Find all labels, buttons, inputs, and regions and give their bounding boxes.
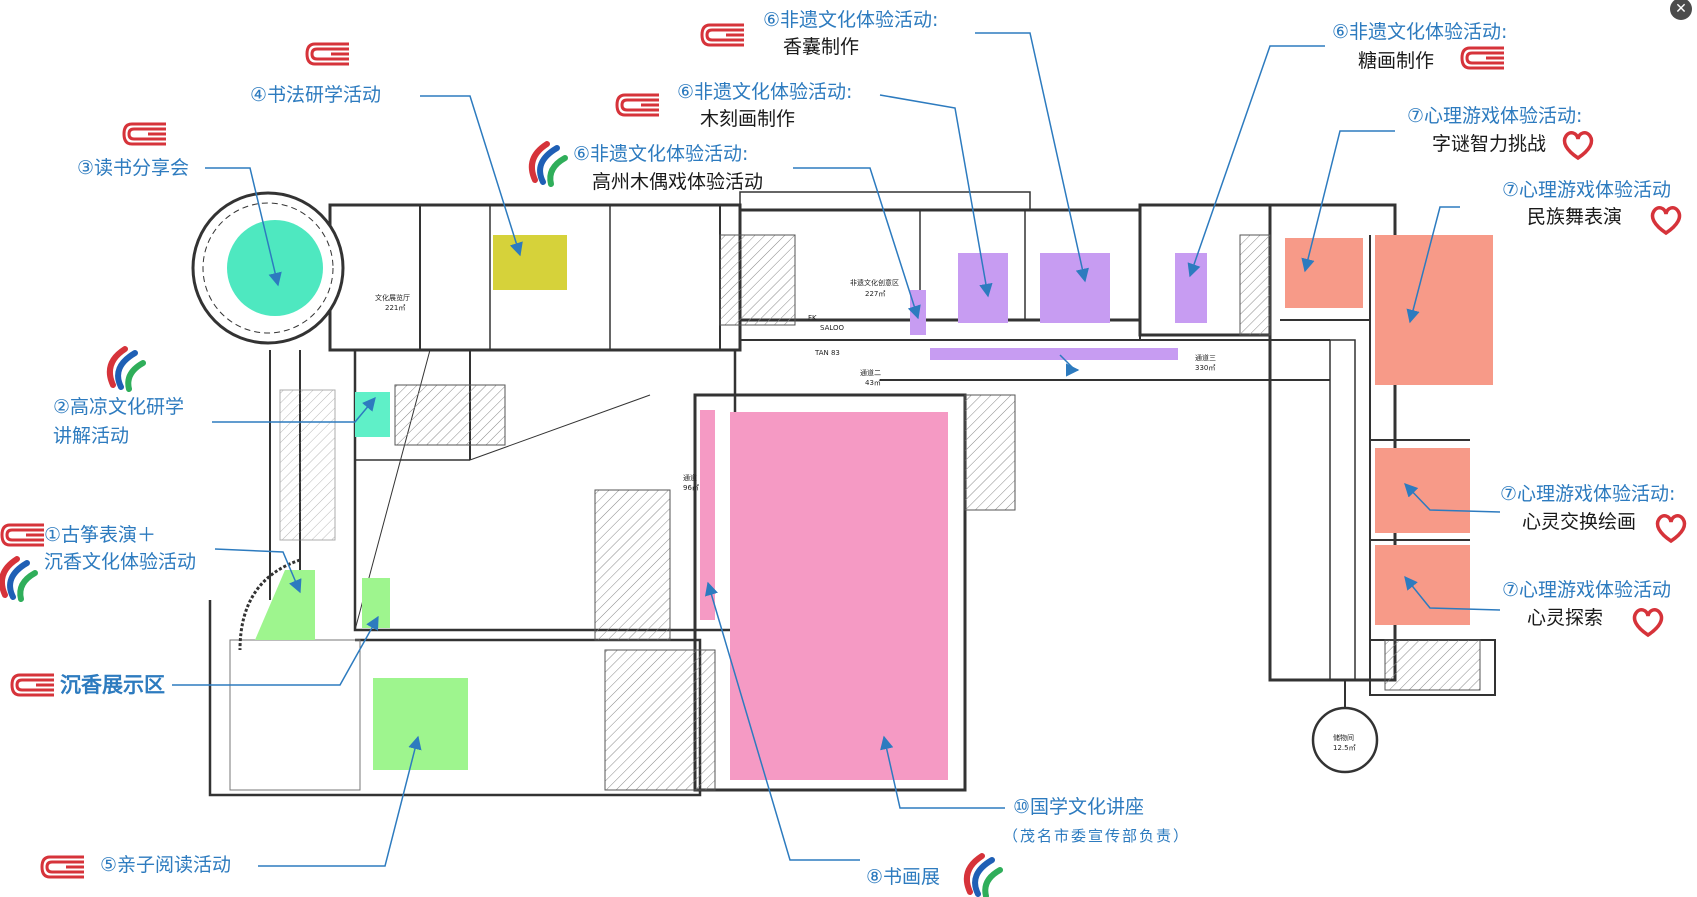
- label-guzheng-line2: 沉香文化体验活动: [44, 551, 197, 573]
- label-gaoliang-line2: 讲解活动: [53, 425, 130, 447]
- zone-corridor-strip: [930, 348, 1178, 360]
- heart-icon: [1632, 607, 1664, 637]
- activity-zones: [227, 220, 1493, 780]
- label-agarwood-area: 沉香展示区: [60, 673, 165, 697]
- seal-logo-icon: [700, 23, 746, 47]
- zone-gaoliang: [355, 392, 390, 437]
- seal-logo-icon: [40, 855, 86, 879]
- zone-parent-reading: [373, 678, 468, 770]
- curved-stair: [238, 558, 301, 651]
- label-psych-dance-title: ⑦心理游戏体验活动: [1502, 179, 1672, 201]
- zone-explore: [1375, 545, 1470, 625]
- label-gaoliang-line1: ②高凉文化研学: [53, 396, 185, 418]
- label-heritage-sugar-title: ⑥非遗文化体验活动:: [1332, 21, 1508, 43]
- label-guzheng-line1: ①古筝表演＋: [44, 524, 157, 546]
- label-heritage-woodcut-sub: 木刻画制作: [700, 108, 796, 130]
- label-psych-dance-sub: 民族舞表演: [1527, 206, 1623, 228]
- swirl-logo-icon: [532, 144, 565, 184]
- swirl-logo-icon: [967, 856, 1000, 896]
- label-calligraphy: ④书法研学活动: [250, 84, 382, 106]
- seal-logo-icon: [10, 673, 56, 697]
- swirl-logo-icon: [2, 559, 35, 599]
- plan-corridor2: 通道二: [860, 368, 881, 377]
- plan-corridor-left: 通道: [683, 473, 697, 482]
- label-psych-explore-sub: 心灵探索: [1527, 607, 1604, 629]
- plan-cultural-hall-area: 221㎡: [385, 304, 405, 312]
- plan-tan: TAN 83: [814, 349, 840, 357]
- label-psych-riddle-sub: 字谜智力挑战: [1432, 133, 1547, 155]
- plan-heritage-zone: 非遗文化创意区: [850, 278, 899, 287]
- plan-storage: 储物间: [1333, 733, 1354, 742]
- plan-saloo: SALOO: [820, 324, 845, 332]
- zone-calligraphy: [493, 235, 567, 290]
- zone-painting: [700, 410, 715, 620]
- plan-storage-area: 12.5㎡: [1333, 744, 1356, 752]
- plan-corridor-left-area: 96㎡: [683, 484, 699, 492]
- seal-logo-icon: [0, 523, 46, 547]
- plan-heritage-zone-area: 227㎡: [865, 290, 885, 298]
- zone-riddle: [1285, 238, 1363, 308]
- hatched-areas: [229, 234, 1481, 791]
- swirl-logo-icon: [110, 349, 143, 389]
- label-painting-exhibit: ⑧书画展: [866, 866, 941, 888]
- zone-partitions: [1280, 235, 1470, 640]
- label-reading-share: ③读书分享会: [77, 157, 190, 179]
- zone-sugar: [1175, 253, 1207, 323]
- label-psych-explore-title: ⑦心理游戏体验活动: [1502, 579, 1672, 601]
- seal-logo-icon: [1460, 46, 1506, 70]
- heart-icon: [1562, 130, 1594, 160]
- label-parent-reading: ⑤亲子阅读活动: [100, 854, 232, 876]
- zone-puppet: [910, 290, 926, 335]
- label-psych-drawing-title: ⑦心理游戏体验活动:: [1500, 483, 1676, 505]
- plan-corridor3-area: 330㎡: [1195, 364, 1215, 372]
- plan-corridor3: 通道三: [1195, 353, 1216, 362]
- zone-sachet: [1040, 253, 1110, 323]
- plan-corridor2-area: 43㎡: [865, 379, 881, 387]
- plan-cultural-hall: 文化展览厅: [375, 293, 410, 302]
- label-heritage-woodcut-title: ⑥非遗文化体验活动:: [677, 81, 853, 103]
- seal-logo-icon: [305, 42, 351, 66]
- seal-logo-icon: [615, 93, 661, 117]
- label-psych-drawing-sub: 心灵交换绘画: [1522, 511, 1637, 533]
- heart-icon: [1655, 513, 1687, 543]
- label-sinology-lecture: ⑩国学文化讲座: [1013, 796, 1145, 818]
- label-heritage-puppet-title: ⑥非遗文化体验活动:: [573, 143, 749, 165]
- zone-drawing: [1375, 448, 1470, 533]
- label-heritage-sachet-title: ⑥非遗文化体验活动:: [763, 9, 939, 31]
- zone-reading-share: [227, 220, 323, 316]
- leader-arrows: [172, 32, 1501, 867]
- seal-logo-icon: [122, 122, 168, 146]
- heart-icon: [1650, 205, 1682, 235]
- close-icon[interactable]: ✕: [1670, 0, 1692, 20]
- zone-lecture-hall: [730, 412, 948, 780]
- label-sinology-note: （茂名市委宣传部负责）: [1003, 827, 1191, 845]
- zone-dance: [1375, 235, 1493, 385]
- label-psych-riddle-title: ⑦心理游戏体验活动:: [1407, 105, 1583, 127]
- label-heritage-puppet-sub: 高州木偶戏体验活动: [592, 171, 764, 193]
- label-heritage-sugar-sub: 糖画制作: [1358, 50, 1435, 72]
- label-heritage-sachet-sub: 香囊制作: [783, 36, 860, 58]
- plan-fk: FK: [808, 314, 817, 322]
